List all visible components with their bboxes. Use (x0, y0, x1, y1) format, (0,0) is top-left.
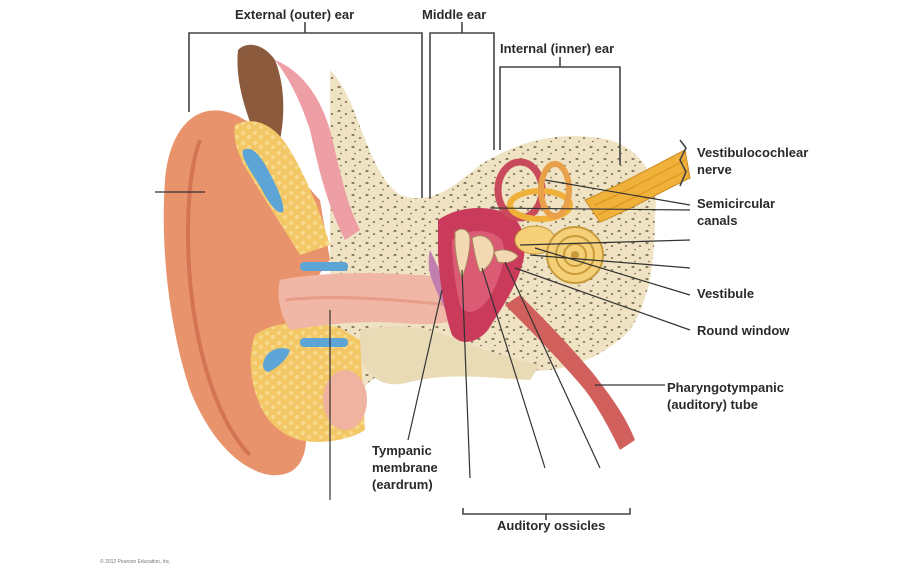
hair (237, 44, 284, 140)
upper-cartilage (234, 121, 330, 255)
lower-blue-bar (300, 338, 348, 347)
lower-bone (360, 325, 540, 385)
ossicles-bracket (462, 508, 631, 515)
cochlea (546, 226, 604, 284)
label-vestibulocochlear-line2: nerve (697, 162, 732, 177)
upper-cartilage-blue (242, 148, 284, 213)
semicircular-canals-shape (494, 158, 573, 222)
ear-canal (278, 273, 455, 330)
labels: External (outer) ear Middle ear Internal… (100, 7, 808, 565)
skin-layer (275, 60, 360, 240)
upper-blue-bar (300, 262, 348, 271)
lower-blue-1 (263, 348, 290, 372)
label-vestibule: Vestibule (697, 286, 754, 301)
label-semicircular-line2: canals (697, 213, 737, 228)
label-tympanic-line1: Tympanic (372, 443, 432, 458)
label-tympanic-line2: membrane (372, 460, 438, 475)
region-brackets (188, 22, 687, 520)
copyright-notice: © 2012 Pearson Education, Inc. (100, 558, 171, 565)
label-vestibulocochlear-line1: Vestibulocochlear (697, 145, 808, 160)
label-internal-ear: Internal (inner) ear (500, 41, 614, 56)
label-pharyngotympanic-line1: Pharyngotympanic (667, 380, 784, 395)
label-middle-ear: Middle ear (422, 7, 486, 22)
ear-canal-shadow (284, 296, 451, 307)
vestibulocochlear-nerve-shape (584, 149, 691, 223)
label-round-window: Round window (697, 323, 790, 338)
nerve-bracket (679, 139, 687, 187)
label-tympanic-line3: (eardrum) (372, 477, 433, 492)
ossicles-illustration (454, 228, 519, 280)
ear-illustration (163, 44, 691, 476)
parotid-gland (323, 370, 367, 430)
label-auditory-ossicles: Auditory ossicles (497, 518, 605, 533)
label-external-ear: External (outer) ear (235, 7, 354, 22)
leader-lines (155, 179, 691, 500)
label-pharyngotympanic-line2: (auditory) tube (667, 397, 758, 412)
label-semicircular-line1: Semicircular (697, 196, 775, 211)
auricle-fold (186, 139, 252, 457)
